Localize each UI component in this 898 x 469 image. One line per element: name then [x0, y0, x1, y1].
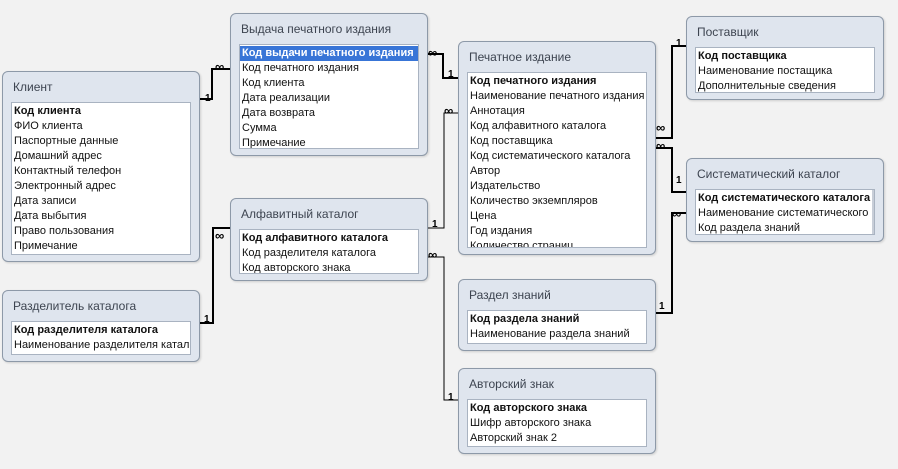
field-key[interactable]: Код алфавитного каталога	[242, 232, 389, 244]
field-key-selected[interactable]: Код выдачи печатного издания	[240, 46, 418, 61]
card-many-issue-client: ∞	[215, 59, 224, 74]
card-one-publication: 1	[448, 69, 454, 80]
field[interactable]: Дополнительные сведения	[698, 80, 836, 92]
card-one-alpha: 1	[432, 219, 438, 230]
table-alphabetic[interactable]: Алфавитный каталог Код алфавитного катал…	[230, 198, 428, 281]
table-separator[interactable]: Разделитель каталога Код разделителя кат…	[2, 290, 200, 362]
card-many-issue-pub: ∞	[428, 45, 437, 60]
field[interactable]: Аннотация	[470, 105, 525, 117]
field[interactable]: Код систематического каталога	[470, 150, 631, 162]
field[interactable]: Дата реализации	[242, 92, 331, 104]
field[interactable]: Год издания	[470, 225, 533, 237]
field[interactable]: Код авторского знака	[242, 262, 351, 274]
card-one-separator: 1	[204, 314, 210, 325]
rel-systematic-publication	[655, 147, 687, 193]
table-title[interactable]: Печатное издание	[469, 50, 571, 64]
field-key[interactable]: Код клиента	[14, 105, 81, 117]
field[interactable]: Наименование раздела знаний	[470, 328, 630, 340]
card-many-alpha-sep: ∞	[215, 228, 224, 243]
field[interactable]: Шифр авторского знака	[470, 417, 592, 429]
field[interactable]: Дата возврата	[242, 107, 316, 119]
field-key[interactable]: Код раздела знаний	[470, 313, 580, 325]
field-list[interactable]: Код систематического каталога Наименован…	[695, 189, 875, 235]
table-title[interactable]: Авторский знак	[469, 377, 554, 391]
field[interactable]: Примечание	[242, 137, 306, 149]
table-client[interactable]: Клиент Код клиента ФИО клиента Паспортны…	[2, 71, 200, 262]
field-key[interactable]: Код печатного издания	[470, 75, 597, 87]
card-many-systematic-knowledge: ∞	[672, 206, 681, 221]
table-title[interactable]: Клиент	[13, 80, 53, 94]
table-systematic[interactable]: Систематический каталог Код систематичес…	[686, 158, 884, 242]
field-list[interactable]: Код печатного издания Наименование печат…	[467, 72, 647, 248]
field[interactable]: Дата выбытия	[14, 210, 87, 222]
field[interactable]: Наименование систематического к	[698, 207, 874, 219]
field[interactable]: Код клиента	[242, 77, 305, 89]
table-authorsign[interactable]: Авторский знак Код авторского знака Шифр…	[458, 368, 656, 454]
table-title[interactable]: Поставщик	[697, 25, 759, 39]
field[interactable]: ФИО клиента	[14, 120, 83, 132]
field[interactable]: Количество страниц	[470, 240, 574, 248]
field[interactable]: Код разделителя каталога	[242, 247, 377, 259]
field[interactable]: Сумма	[242, 122, 277, 134]
field[interactable]: Цена	[470, 210, 497, 222]
field[interactable]: Домашний адрес	[14, 150, 102, 162]
field-list[interactable]: Код авторского знака Шифр авторского зна…	[467, 399, 647, 447]
table-knowledge[interactable]: Раздел знаний Код раздела знаний Наимено…	[458, 279, 656, 351]
card-one-systematic: 1	[676, 175, 682, 186]
field[interactable]: Дата записи	[14, 195, 77, 207]
field-key[interactable]: Код авторского знака	[470, 402, 588, 414]
table-issue[interactable]: Выдача печатного издания Код выдачи печа…	[230, 13, 428, 156]
field[interactable]: Право пользования	[14, 225, 115, 237]
field[interactable]: Примечание	[14, 240, 78, 252]
field-key[interactable]: Код систематического каталога	[698, 192, 871, 204]
card-one-knowledge: 1	[659, 301, 665, 312]
field-key[interactable]: Код поставщика	[698, 50, 787, 62]
field-list[interactable]: Код разделителя каталога Наименование ра…	[11, 321, 191, 355]
rel-alpha-authorsign	[427, 256, 459, 401]
field[interactable]: Наименование постащика	[698, 65, 833, 77]
field-key[interactable]: Код разделителя каталога	[14, 324, 158, 336]
table-title[interactable]: Систематический каталог	[697, 167, 841, 181]
card-one-client: 1	[205, 93, 211, 104]
field[interactable]: Наименование печатного издания	[470, 90, 645, 102]
field[interactable]: Автор	[470, 165, 501, 177]
table-supplier[interactable]: Поставщик Код поставщика Наименование по…	[686, 16, 884, 100]
field[interactable]: Код раздела знаний	[698, 222, 801, 234]
field[interactable]: Код алфавитного каталога	[470, 120, 607, 132]
field[interactable]: Контактный телефон	[14, 165, 122, 177]
scrollbar[interactable]	[872, 190, 874, 234]
field-list[interactable]: Код клиента ФИО клиента Паспортные данны…	[11, 102, 191, 255]
field-list[interactable]: Код выдачи печатного издания Код печатно…	[239, 44, 419, 149]
card-many-pub-systematic: ∞	[656, 138, 665, 153]
rel-knowledge-systematic	[655, 212, 687, 314]
card-many-pub-alpha: ∞	[444, 103, 453, 118]
field-list[interactable]: Код поставщика Наименование постащика До…	[695, 47, 875, 93]
field[interactable]: Количество экземпляров	[470, 195, 598, 207]
table-publication[interactable]: Печатное издание Код печатного издания Н…	[458, 41, 656, 255]
table-title[interactable]: Разделитель каталога	[13, 299, 137, 313]
card-one-supplier: 1	[676, 38, 682, 49]
field[interactable]: Авторский знак 2	[470, 432, 557, 444]
card-one-authorsign: 1	[448, 392, 454, 403]
field[interactable]: Электронный адрес	[14, 180, 116, 192]
field[interactable]: Код поставщика	[470, 135, 553, 147]
field-list[interactable]: Код раздела знаний Наименование раздела …	[467, 310, 647, 344]
field[interactable]: Код печатного издания	[242, 62, 359, 74]
field[interactable]: Наименование разделителя катало	[14, 339, 190, 351]
field-list[interactable]: Код алфавитного каталога Код разделителя…	[239, 229, 419, 274]
card-many-alpha-author: ∞	[428, 247, 437, 262]
table-title[interactable]: Выдача печатного издания	[241, 22, 392, 36]
table-title[interactable]: Алфавитный каталог	[241, 207, 359, 221]
table-title[interactable]: Раздел знаний	[469, 288, 551, 302]
rel-alpha-publication	[427, 112, 459, 229]
field[interactable]: Паспортные данные	[14, 135, 119, 147]
field[interactable]: Издательство	[470, 180, 541, 192]
card-many-pub-supplier: ∞	[656, 120, 665, 135]
